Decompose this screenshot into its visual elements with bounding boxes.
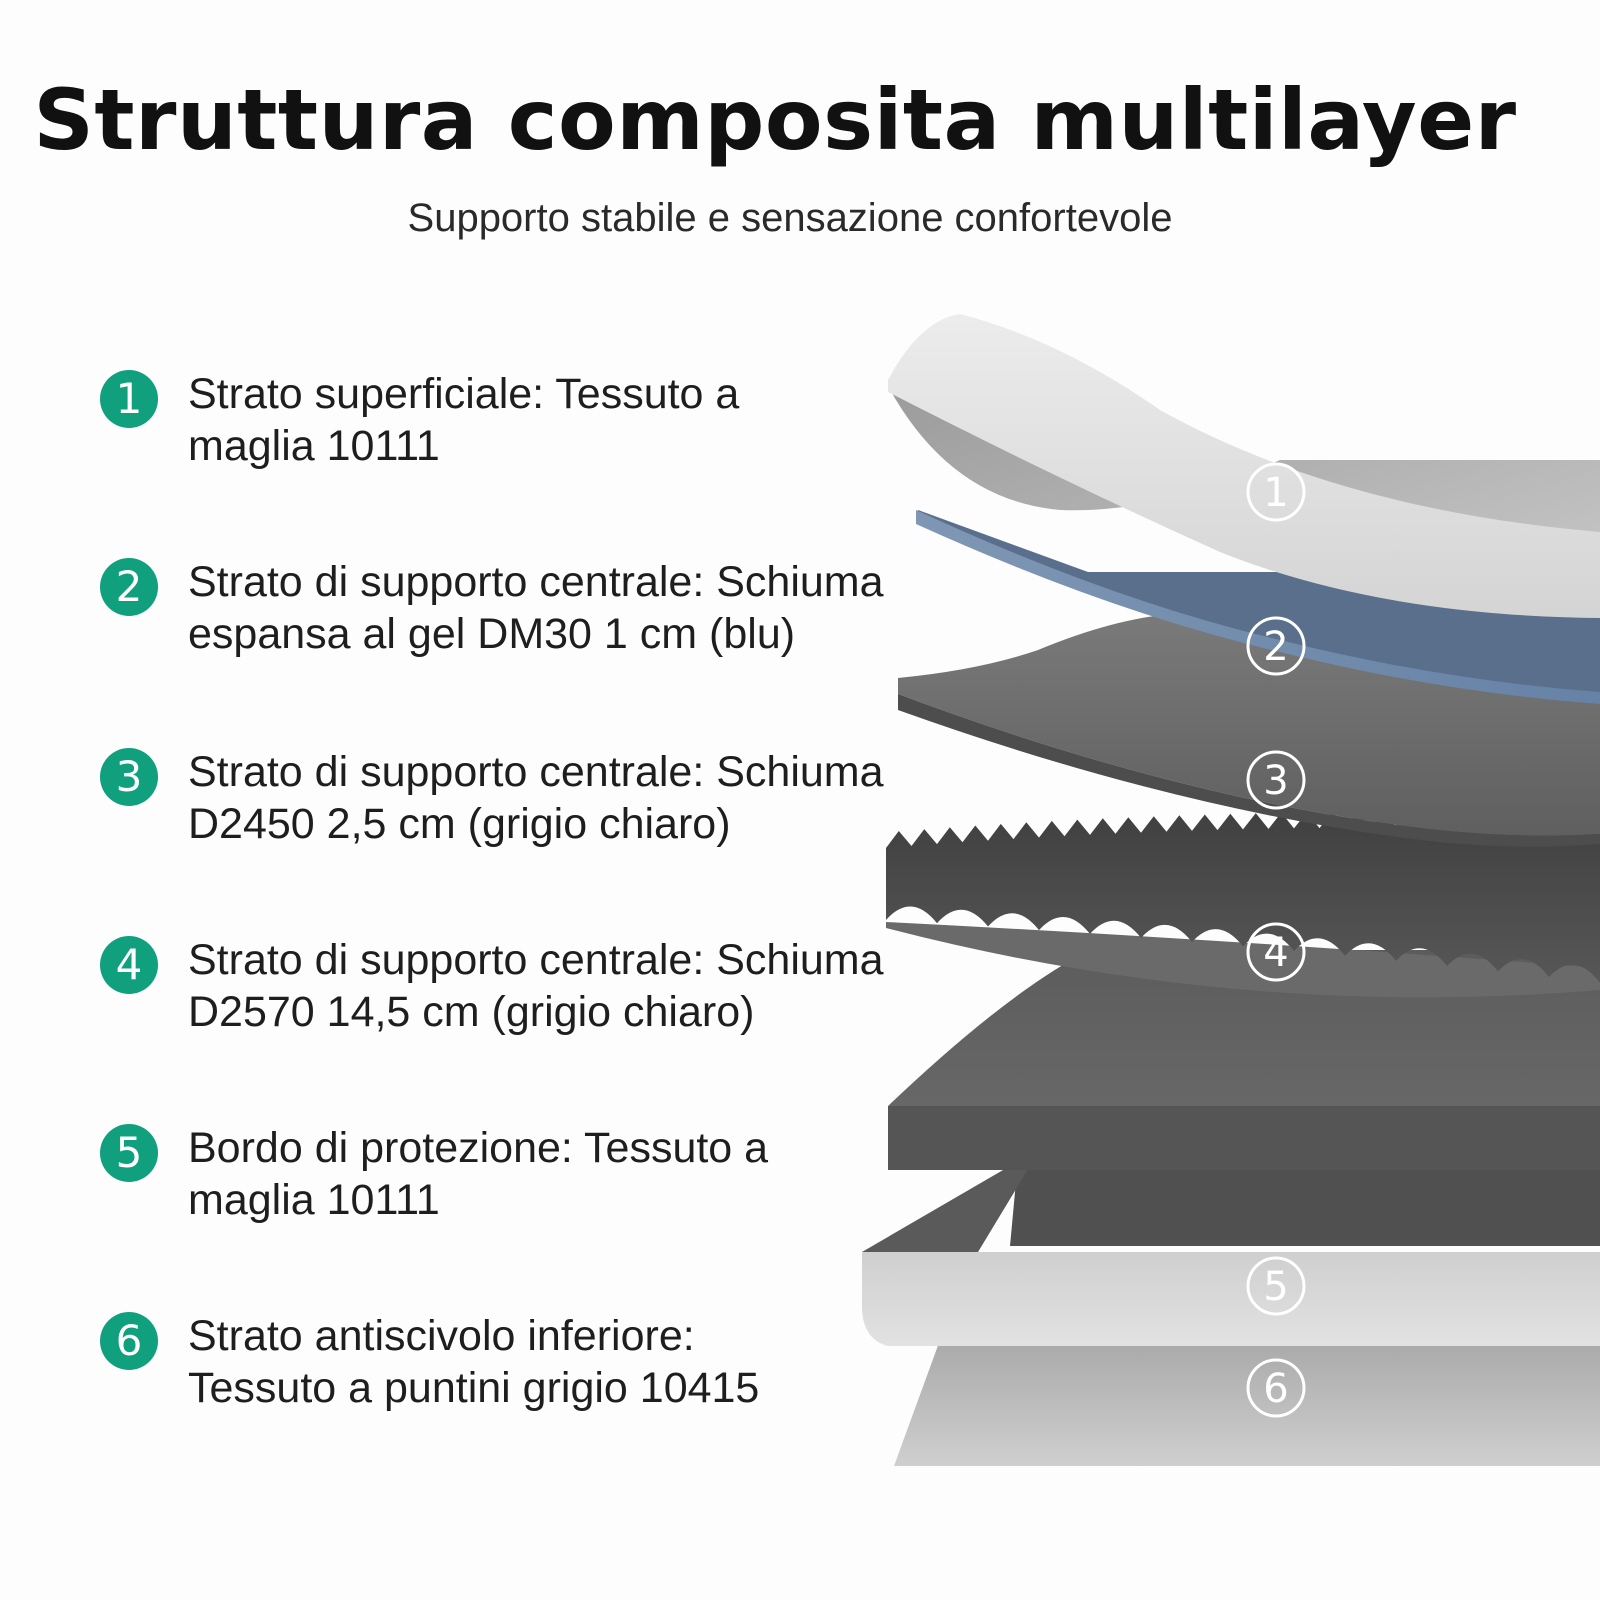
layer-5-shape [862,1252,1600,1346]
page-title: Struttura composita multilayer [33,71,1517,169]
label-number: 5 [1263,1264,1288,1310]
legend-description: Bordo di protezione: Tessuto a maglia 10… [188,1122,918,1226]
label-circle [1246,462,1306,522]
legend-line-2: maglia 10111 [188,1176,440,1224]
label-circle [1246,922,1306,982]
legend-line-1: Bordo di protezione: Tessuto a [188,1124,769,1172]
legend-description: Strato superficiale: Tessuto a maglia 10… [188,368,918,472]
diagram-label-3: 3 [1246,750,1306,810]
legend-description: Strato di supporto centrale: Schiuma D24… [188,746,918,850]
legend-line-1: Strato superficiale: Tessuto a [188,370,740,418]
legend-line-2: maglia 10111 [188,422,440,470]
label-number: 1 [1263,470,1288,516]
legend-line-1: Strato di supporto centrale: Schiuma [188,748,884,796]
layer-1-shape [888,314,1600,618]
layer-legend: 1 Strato superficiale: Tessuto a maglia … [100,0,920,1600]
legend-number-badge: 2 [100,558,158,616]
legend-line-1: Strato di supporto centrale: Schiuma [188,936,884,984]
legend-number-badge: 3 [100,748,158,806]
page-subtitle: Supporto stabile e sensazione confortevo… [407,196,1173,240]
layer-4-egg-underside [886,922,1600,998]
layer-5-left-wall [862,1166,1030,1252]
mattress-layers-svg: 1 2 3 4 5 6 [862,314,1600,1466]
legend-line-2: Tessuto a puntini grigio 10415 [188,1364,760,1412]
diagram-label-2: 2 [1246,616,1306,676]
layer-2-back [918,510,1600,704]
diagram-label-1: 1 [1246,462,1306,522]
legend-description: Strato antiscivolo inferiore: Tessuto a … [188,1310,918,1414]
diagram-label-5: 5 [1246,1256,1306,1316]
legend-line-2: D2450 2,5 cm (grigio chiaro) [188,800,731,848]
layer-4-foam-block [888,950,1600,1170]
legend-number-badge: 1 [100,370,158,428]
legend-number-badge: 5 [100,1124,158,1182]
layer-6-bottom-fabric [894,1340,1600,1466]
label-circle [1246,750,1306,810]
layer-5-border-fabric [862,1160,1600,1346]
legend-number-badge: 4 [100,936,158,994]
label-number: 2 [1263,624,1288,670]
layer-4-block-front [888,1106,1600,1170]
label-circle [1246,616,1306,676]
diagram-label-4: 4 [1246,922,1306,982]
label-number: 4 [1263,930,1288,976]
layer-1-top-fabric [888,314,1600,618]
layer-5-back-wall [1010,1160,1600,1246]
diagram-label-6: 6 [1246,1358,1306,1418]
legend-description: Strato di supporto centrale: Schiuma esp… [188,556,918,660]
legend-description: Strato di supporto centrale: Schiuma D25… [188,934,918,1038]
mattress-layers-diagram: 1 2 3 4 5 6 [860,300,1600,1480]
legend-line-1: Strato di supporto centrale: Schiuma [188,558,884,606]
label-number: 3 [1263,758,1288,804]
layer-6-shape [894,1340,1600,1466]
legend-number-badge: 6 [100,1312,158,1370]
label-number: 6 [1263,1366,1288,1412]
legend-line-2: D2570 14,5 cm (grigio chiaro) [188,988,755,1036]
layer-4-eggcrate-foam [886,811,1600,998]
label-circle [1246,1256,1306,1316]
legend-line-2: espansa al gel DM30 1 cm (blu) [188,610,796,658]
legend-line-1: Strato antiscivolo inferiore: [188,1312,695,1360]
layer-4-egg-shape [886,811,1600,983]
layer-2-gel-foam [916,510,1600,704]
label-circle [1246,1358,1306,1418]
